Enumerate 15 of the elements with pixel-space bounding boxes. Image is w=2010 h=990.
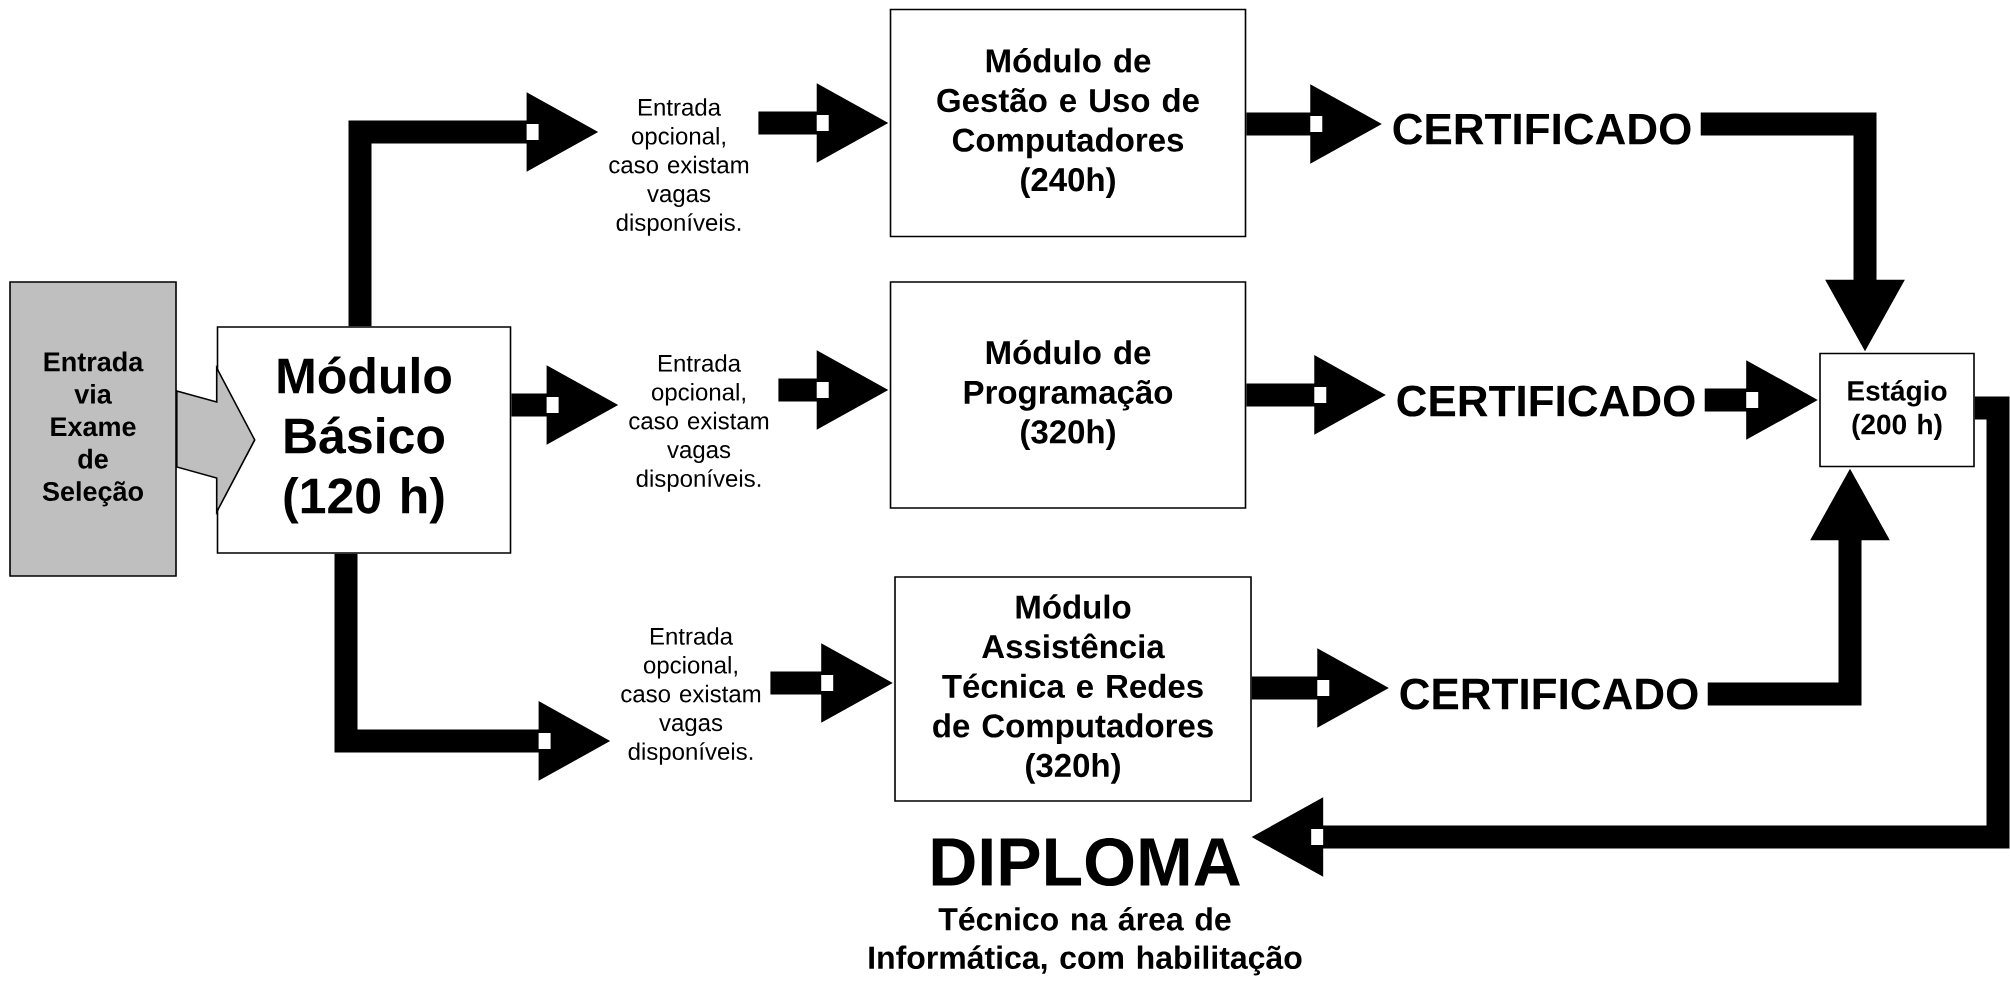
note-text: Entrada opcional, caso existam vagas disponíveis. [629, 354, 769, 492]
process-box: Módulo de Programação (320h) [889, 281, 1247, 509]
certificate-text: CERTIFICADO [1400, 678, 1698, 710]
process-box: Módulo Básico (120 h) [216, 326, 512, 554]
process-box: Estágio (200 h) [1819, 352, 1975, 468]
note-text: Entrada opcional, caso existam vagas disponíveis. [621, 627, 761, 765]
process-box: Módulo de Gestão e Uso de Computadores (240h) [889, 8, 1247, 238]
certificate-text: CERTIFICADO [1397, 385, 1695, 417]
diploma-text: DIPLOMA [932, 837, 1240, 887]
entry-box: Entrada via Exame de Seleção [9, 281, 177, 577]
process-box: Módulo Assistência Técnica e Redes de Computadores (320h) [894, 576, 1252, 802]
note-text: Entrada opcional, caso existam vagas disponíveis. [609, 98, 749, 236]
certificate-text: CERTIFICADO [1393, 113, 1691, 145]
caption-text: Técnico na área de Informática, com habilitação [869, 906, 1302, 976]
arrow-shape [176, 364, 256, 516]
